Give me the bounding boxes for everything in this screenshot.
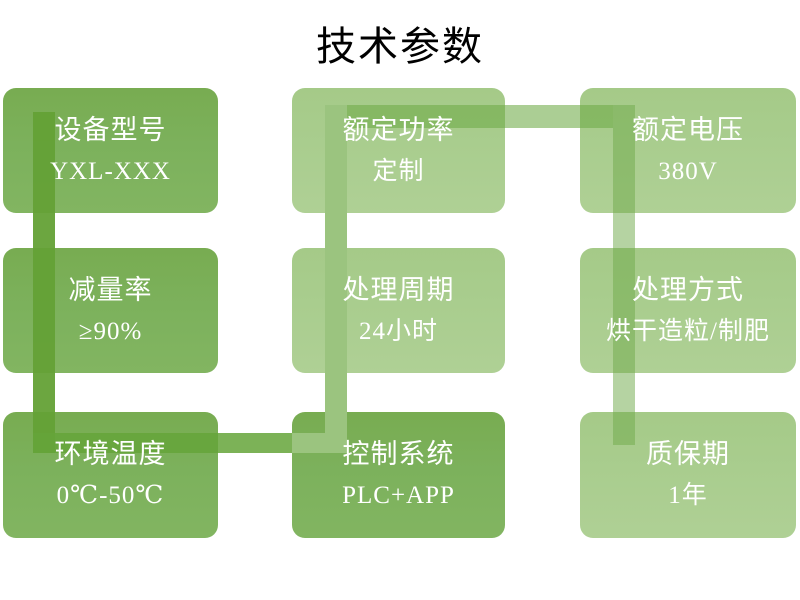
param-card-control-system: 控制系统 PLC+APP — [292, 412, 505, 538]
param-label: 减量率 — [68, 275, 153, 305]
param-value: 380V — [658, 158, 718, 185]
flow-connector-segment-col3 — [613, 105, 635, 445]
param-value: 定制 — [372, 158, 425, 185]
param-label: 额定电压 — [632, 115, 744, 145]
param-value: 0℃-50℃ — [56, 482, 165, 509]
param-value: YXL-XXX — [50, 158, 171, 185]
flow-connector-segment-top-row — [347, 105, 613, 128]
param-value: PLC+APP — [342, 482, 455, 509]
param-label: 控制系统 — [342, 439, 455, 469]
param-value: 1年 — [668, 482, 708, 509]
param-value: ≥90% — [78, 318, 143, 345]
param-card-device-model: 设备型号 YXL-XXX — [3, 88, 218, 213]
param-value: 烘干造粒/制肥 — [606, 318, 770, 345]
param-label: 设备型号 — [54, 115, 167, 145]
flow-connector-segment-bottom-row — [33, 433, 292, 453]
param-label: 处理方式 — [632, 275, 744, 305]
param-label: 处理周期 — [342, 275, 455, 305]
param-value: 24小时 — [358, 318, 438, 345]
param-label: 环境温度 — [54, 439, 167, 469]
flow-connector-segment-col1 — [33, 112, 55, 453]
param-label: 额定功率 — [342, 115, 455, 145]
param-label: 质保期 — [646, 439, 730, 469]
page-title: 技术参数 — [316, 25, 484, 69]
param-card-processing-cycle: 处理周期 24小时 — [292, 248, 505, 373]
flow-connector-segment-col2 — [325, 105, 347, 453]
